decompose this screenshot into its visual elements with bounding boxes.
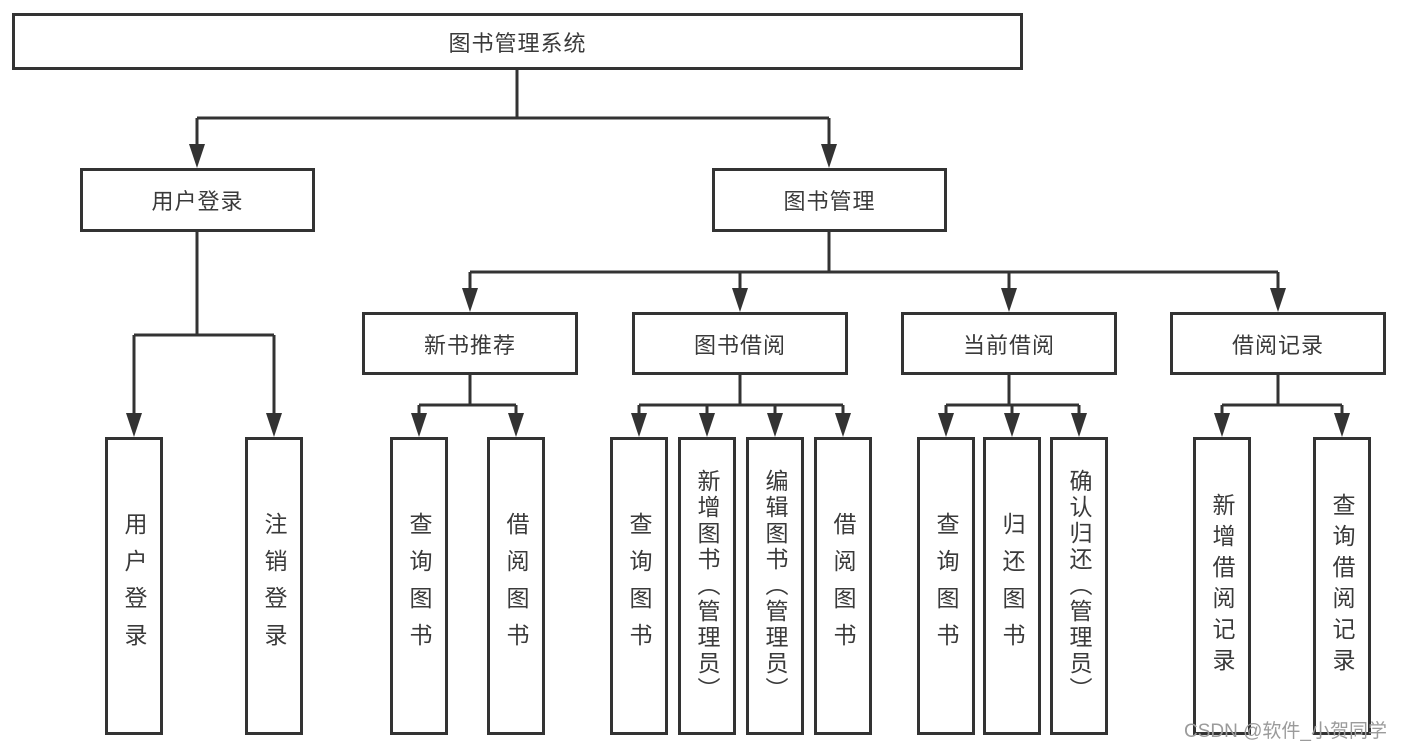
leaf-borrow-books-borrowing: 借阅图书 [814, 437, 872, 735]
node-current-borrowing: 当前借阅 [901, 312, 1117, 375]
leaf-query-books-recommend: 查询图书 [390, 437, 448, 735]
node-borrowing-records: 借阅记录 [1170, 312, 1386, 375]
leaf-borrow-books-recommend-label: 借阅图书 [503, 512, 529, 660]
leaf-borrow-books-borrowing-label: 借阅图书 [830, 512, 856, 660]
leaf-add-borrow-record: 新增借阅记录 [1193, 437, 1251, 735]
node-book-management-label: 图书管理 [783, 189, 876, 214]
leaf-query-books-borrowing-label: 查询图书 [626, 512, 652, 660]
leaf-logout: 注销登录 [245, 437, 303, 735]
leaf-query-borrow-record: 查询借阅记录 [1313, 437, 1371, 735]
node-root-label: 图书管理系统 [448, 30, 587, 56]
leaf-add-books-admin: 新增图书（管理员） [678, 437, 736, 735]
leaf-add-borrow-record-label: 新增借阅记录 [1209, 493, 1235, 679]
node-user-login-label: 用户登录 [151, 189, 244, 214]
leaf-edit-books-admin-label: 编辑图书（管理员） [762, 469, 788, 703]
leaf-add-books-admin-label: 新增图书（管理员） [694, 469, 720, 703]
leaf-user-login-label: 用户登录 [121, 512, 147, 660]
node-borrowing-records-label: 借阅记录 [1231, 332, 1324, 358]
leaf-confirm-return-admin: 确认归还（管理员） [1050, 437, 1108, 735]
leaf-query-books-borrowing: 查询图书 [610, 437, 668, 735]
leaf-query-borrow-record-label: 查询借阅记录 [1329, 493, 1355, 679]
node-user-login: 用户登录 [80, 168, 315, 232]
leaf-query-books-current-label: 查询图书 [933, 512, 959, 660]
leaf-confirm-return-admin-label: 确认归还（管理员） [1066, 469, 1092, 703]
leaf-query-books-recommend-label: 查询图书 [406, 512, 432, 660]
node-book-management: 图书管理 [712, 168, 947, 232]
node-current-borrowing-label: 当前借阅 [962, 332, 1055, 358]
leaf-edit-books-admin: 编辑图书（管理员） [746, 437, 804, 735]
leaf-return-books: 归还图书 [983, 437, 1041, 735]
csdn-watermark: CSDN @软件_小贺同学 [1184, 721, 1387, 742]
arrowheads [126, 144, 1350, 437]
leaf-logout-label: 注销登录 [261, 512, 287, 660]
node-root: 图书管理系统 [12, 13, 1023, 70]
node-book-borrowing: 图书借阅 [632, 312, 848, 375]
leaf-query-books-current: 查询图书 [917, 437, 975, 735]
leaf-user-login: 用户登录 [105, 437, 163, 735]
node-new-book-recommend-label: 新书推荐 [423, 332, 516, 358]
leaf-borrow-books-recommend: 借阅图书 [487, 437, 545, 735]
leaf-return-books-label: 归还图书 [999, 512, 1025, 660]
node-book-borrowing-label: 图书借阅 [693, 332, 786, 358]
node-new-book-recommend: 新书推荐 [362, 312, 578, 375]
